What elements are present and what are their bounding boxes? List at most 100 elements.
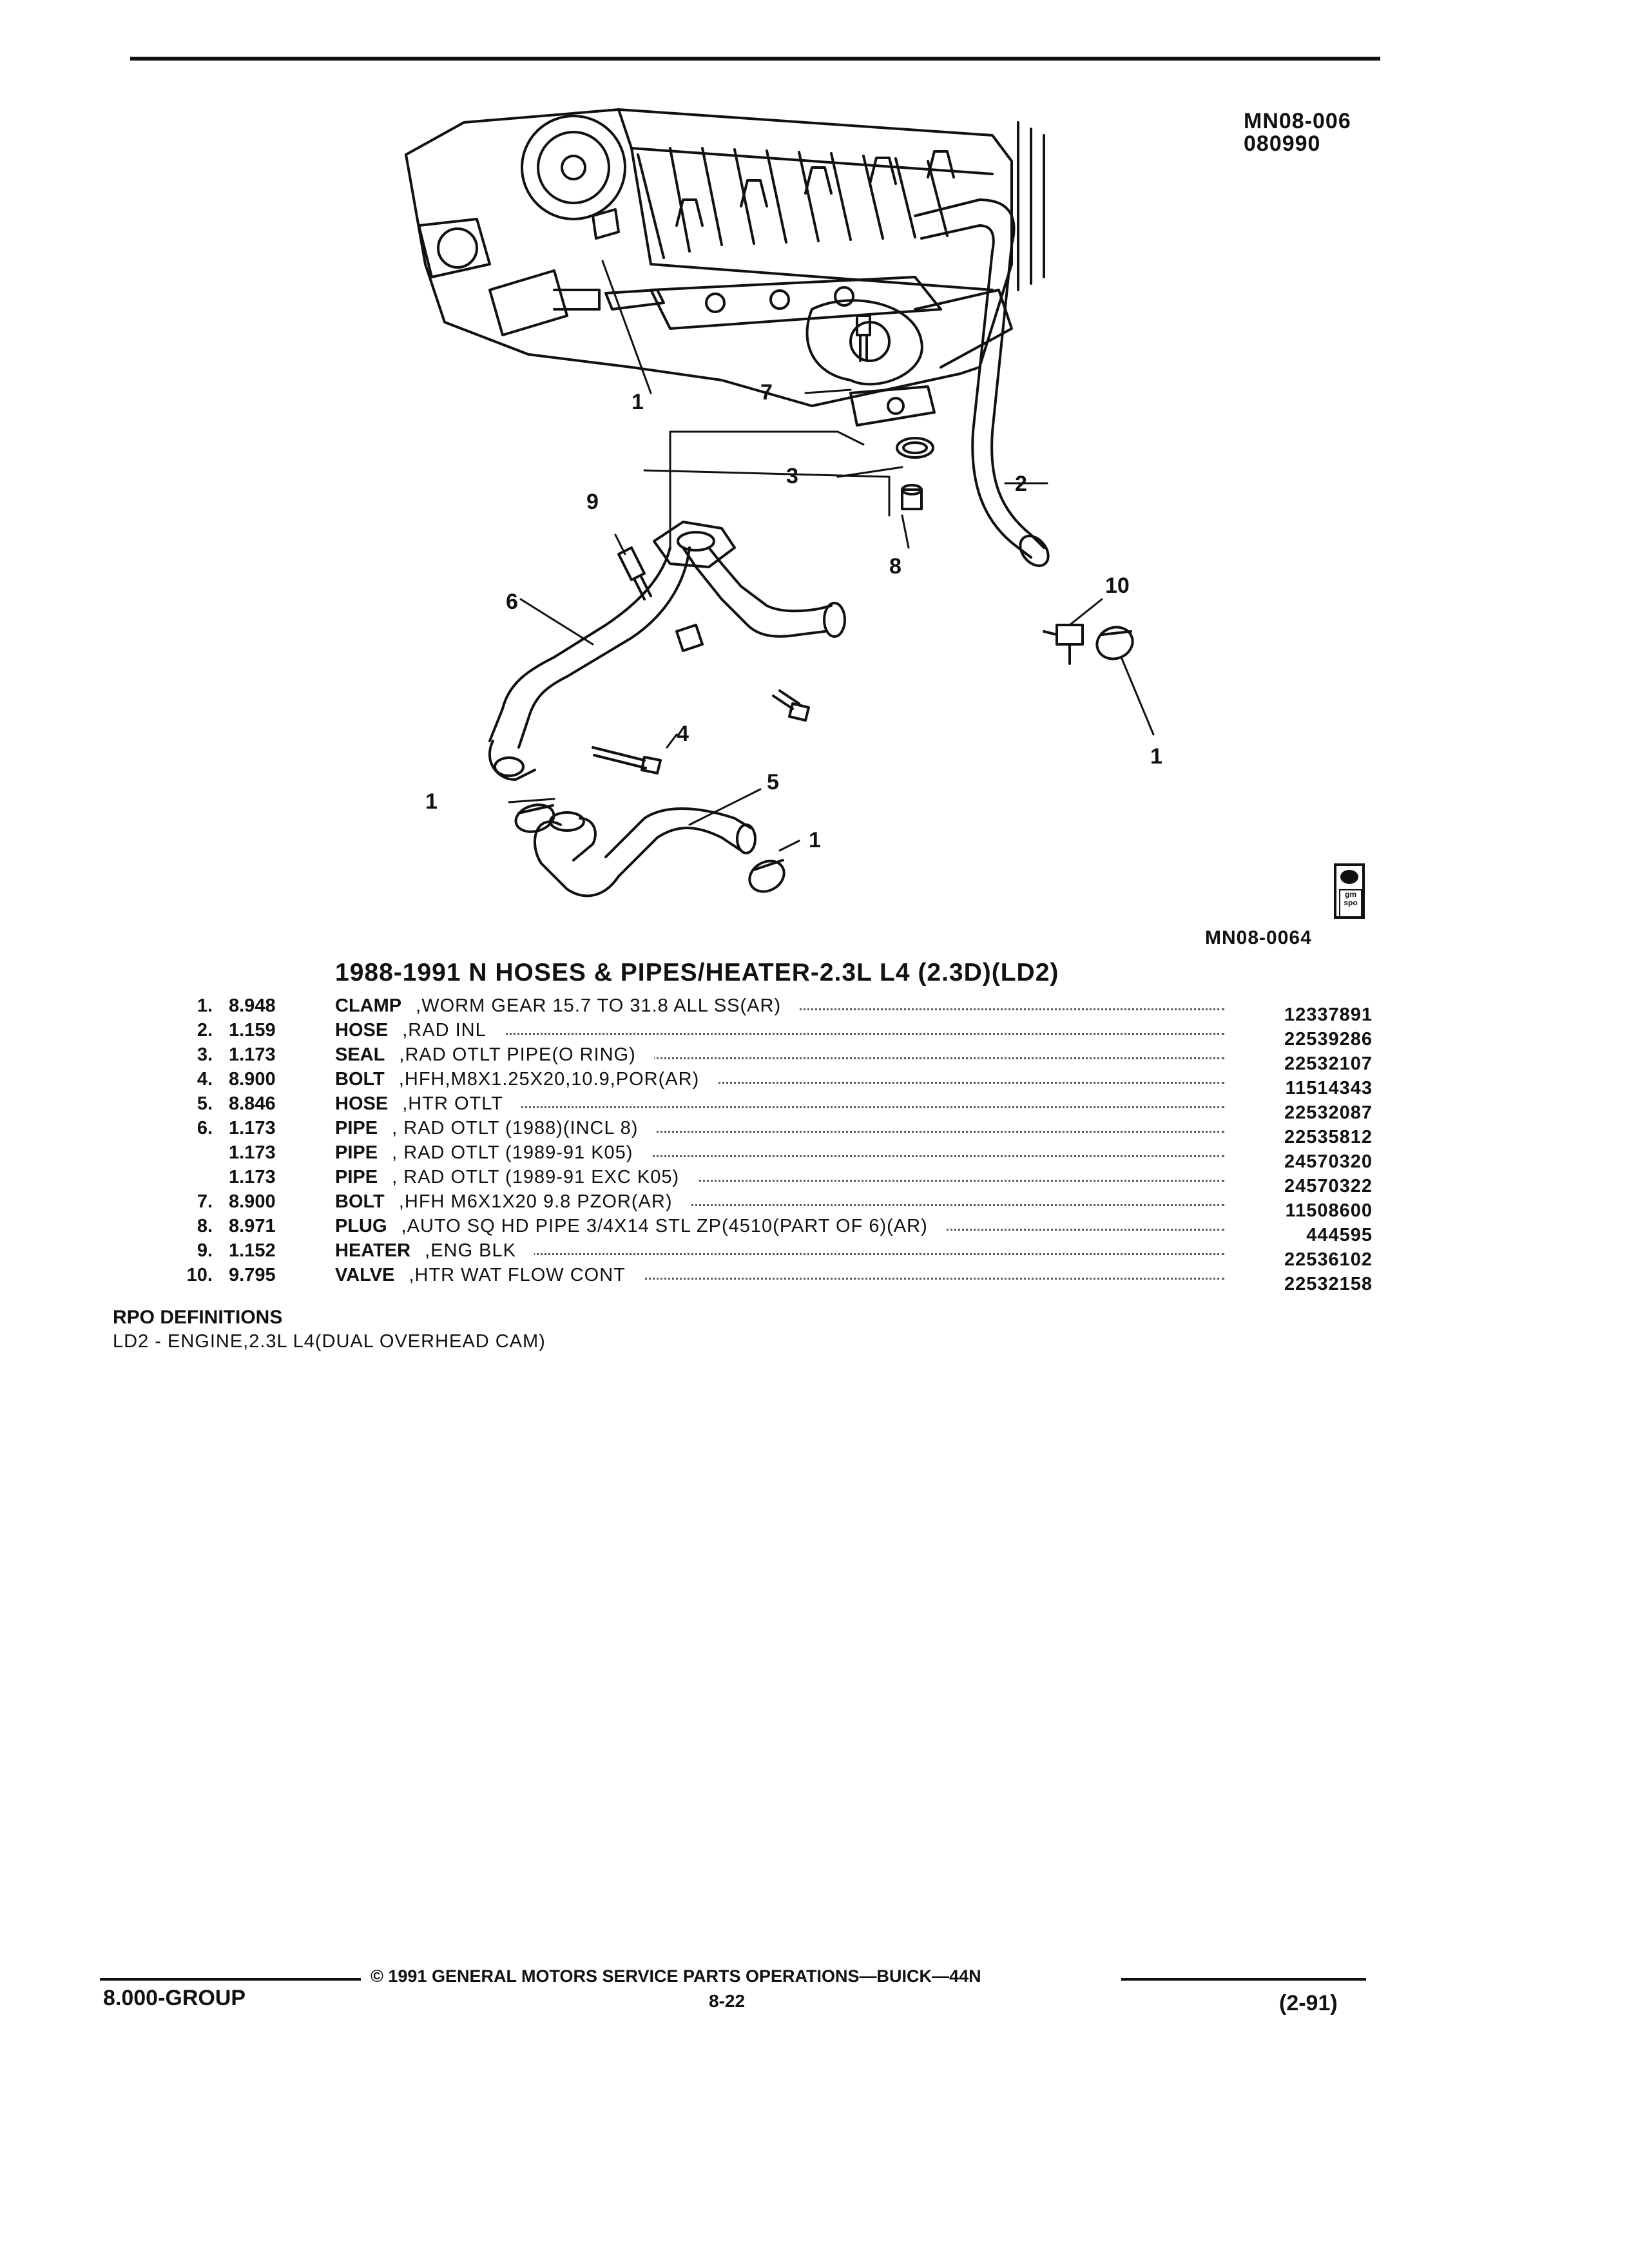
group-number: 1.152 — [229, 1240, 276, 1261]
parts-row: 6. 1.173 PIPE , RAD OTLT (1988)(INCL 8) … — [161, 1118, 1373, 1148]
callout-9: 9 — [586, 490, 599, 514]
leader-dots — [335, 1082, 1224, 1084]
callout-1-left: 1 — [425, 789, 438, 814]
group-number: 9.795 — [229, 1265, 276, 1285]
group-number: 1.173 — [229, 1142, 276, 1163]
footer-page-number: 8-22 — [709, 1991, 746, 2011]
leader-dots — [335, 1106, 1224, 1108]
item-number: 6. — [197, 1118, 213, 1139]
callout-4: 4 — [677, 722, 689, 746]
part-name: SEAL — [335, 1044, 394, 1065]
part-name: CLAMP — [335, 995, 411, 1016]
part-name: HOSE — [335, 1020, 398, 1041]
leader-dots — [335, 1253, 1224, 1255]
item-number: 1. — [197, 995, 213, 1016]
callout-8: 8 — [889, 554, 901, 579]
part-description: ,AUTO SQ HD PIPE 3/4X14 STL ZP(4510(PART… — [401, 1216, 937, 1236]
part-number: 22535812 — [1284, 1127, 1373, 1148]
leader-dots — [335, 1057, 1224, 1059]
parts-row: 3. 1.173 SEAL ,RAD OTLT PIPE(O RING) 225… — [161, 1044, 1373, 1074]
leader-dots — [335, 1033, 1224, 1035]
group-number: 8.900 — [229, 1069, 276, 1090]
part-number: 22532107 — [1284, 1053, 1373, 1074]
callout-5: 5 — [767, 770, 779, 794]
part-number: 22532158 — [1284, 1274, 1373, 1294]
part-number: 11514343 — [1285, 1078, 1373, 1099]
part-number: 12337891 — [1284, 1004, 1373, 1025]
part-description: , RAD OTLT (1989-91 K05) — [392, 1142, 642, 1163]
part-name: PIPE — [335, 1118, 387, 1139]
part-description: ,HFH,M8X1.25X20,10.9,POR(AR) — [398, 1069, 709, 1090]
clamp-part-1-right — [1095, 626, 1134, 660]
leader-dots — [335, 1204, 1224, 1206]
parts-row: 1.173 PIPE , RAD OTLT (1989-91 K05) 2457… — [161, 1142, 1373, 1172]
footer-rule-left — [100, 1978, 361, 1981]
group-number: 1.173 — [229, 1118, 276, 1139]
callout-1-right: 1 — [1150, 744, 1162, 769]
group-number: 8.971 — [229, 1216, 276, 1236]
part-number: 22539286 — [1284, 1029, 1373, 1050]
parts-row: 7. 8.900 BOLT ,HFH M6X1X20 9.8 PZOR(AR) … — [161, 1191, 1373, 1221]
group-number: 8.900 — [229, 1191, 276, 1212]
parts-row: 8. 8.971 PLUG ,AUTO SQ HD PIPE 3/4X14 ST… — [161, 1216, 1373, 1245]
clamp-part-1-lower-right — [748, 859, 786, 893]
item-number: 5. — [197, 1093, 213, 1114]
item-number: 7. — [197, 1191, 213, 1212]
footer-date: (2-91) — [1279, 1991, 1338, 2015]
diagram-code-top: MN08-006 — [1244, 109, 1351, 133]
diagram-date-code: 080990 — [1244, 131, 1321, 156]
part-description: , RAD OTLT (1989-91 EXC K05) — [392, 1167, 689, 1187]
part-name: BOLT — [335, 1191, 394, 1212]
rpo-heading: RPO DEFINITIONS — [113, 1307, 283, 1328]
part-name: BOLT — [335, 1069, 394, 1090]
parts-row: 1.173 PIPE , RAD OTLT (1989-91 EXC K05) … — [161, 1167, 1373, 1196]
leader-dots — [335, 1278, 1224, 1280]
group-number: 1.173 — [229, 1167, 276, 1187]
part-name: PIPE — [335, 1142, 387, 1163]
part-name: PIPE — [335, 1167, 387, 1187]
section-title: 1988-1991 N HOSES & PIPES/HEATER-2.3L L4… — [335, 959, 1059, 986]
part-description: ,ENG BLK — [425, 1240, 525, 1261]
clamp-part-1-left — [514, 803, 555, 833]
part-description: ,HFH M6X1X20 9.8 PZOR(AR) — [398, 1191, 682, 1212]
footer-copyright: © 1991 GENERAL MOTORS SERVICE PARTS OPER… — [371, 1966, 981, 1986]
callout-1-upper: 1 — [631, 390, 644, 414]
part-name: HOSE — [335, 1093, 398, 1114]
item-number: 10. — [186, 1265, 213, 1285]
part-number: 444595 — [1306, 1225, 1373, 1245]
part-name: VALVE — [335, 1265, 404, 1285]
footer-group: 8.000-GROUP — [103, 1986, 246, 2010]
part-description: ,WORM GEAR 15.7 TO 31.8 ALL SS(AR) — [416, 995, 791, 1016]
figure-code: MN08-0064 — [1205, 927, 1312, 948]
group-number: 1.159 — [229, 1020, 276, 1041]
callout-7: 7 — [760, 380, 773, 405]
callout-3: 3 — [786, 464, 798, 488]
parts-row: 10. 9.795 VALVE ,HTR WAT FLOW CONT 22532… — [161, 1265, 1373, 1294]
group-number: 8.948 — [229, 995, 276, 1016]
callout-2: 2 — [1015, 472, 1027, 496]
parts-row: 5. 8.846 HOSE ,HTR OTLT 22532087 — [161, 1093, 1373, 1123]
leader-dots — [335, 1180, 1224, 1182]
part-description: , RAD OTLT (1988)(INCL 8) — [392, 1118, 648, 1139]
parts-row: 2. 1.159 HOSE ,RAD INL 22539286 — [161, 1020, 1373, 1050]
part-number: 22536102 — [1284, 1249, 1373, 1270]
leader-dots — [335, 1131, 1224, 1133]
item-number: 9. — [197, 1240, 213, 1261]
item-number: 2. — [197, 1020, 213, 1041]
parts-row: 9. 1.152 HEATER ,ENG BLK 22536102 — [161, 1240, 1373, 1270]
gm-spo-logo: gm spo — [1334, 863, 1365, 919]
parts-row: 1. 8.948 CLAMP ,WORM GEAR 15.7 TO 31.8 A… — [161, 995, 1373, 1025]
part-description: ,HTR WAT FLOW CONT — [409, 1265, 635, 1285]
part-number: 22532087 — [1284, 1102, 1373, 1123]
item-number: 8. — [197, 1216, 213, 1236]
item-number: 3. — [197, 1044, 213, 1065]
group-number: 1.173 — [229, 1044, 276, 1065]
part-number: 11508600 — [1285, 1200, 1373, 1221]
item-number: 4. — [197, 1069, 213, 1090]
callout-1-lower: 1 — [809, 828, 821, 852]
engine-block-illustration — [405, 108, 1045, 427]
top-rule — [130, 57, 1380, 61]
part-description: ,RAD OTLT PIPE(O RING) — [399, 1044, 645, 1065]
heater-outlet-hose-part-5 — [534, 820, 742, 898]
part-description: ,HTR OTLT — [402, 1093, 512, 1114]
